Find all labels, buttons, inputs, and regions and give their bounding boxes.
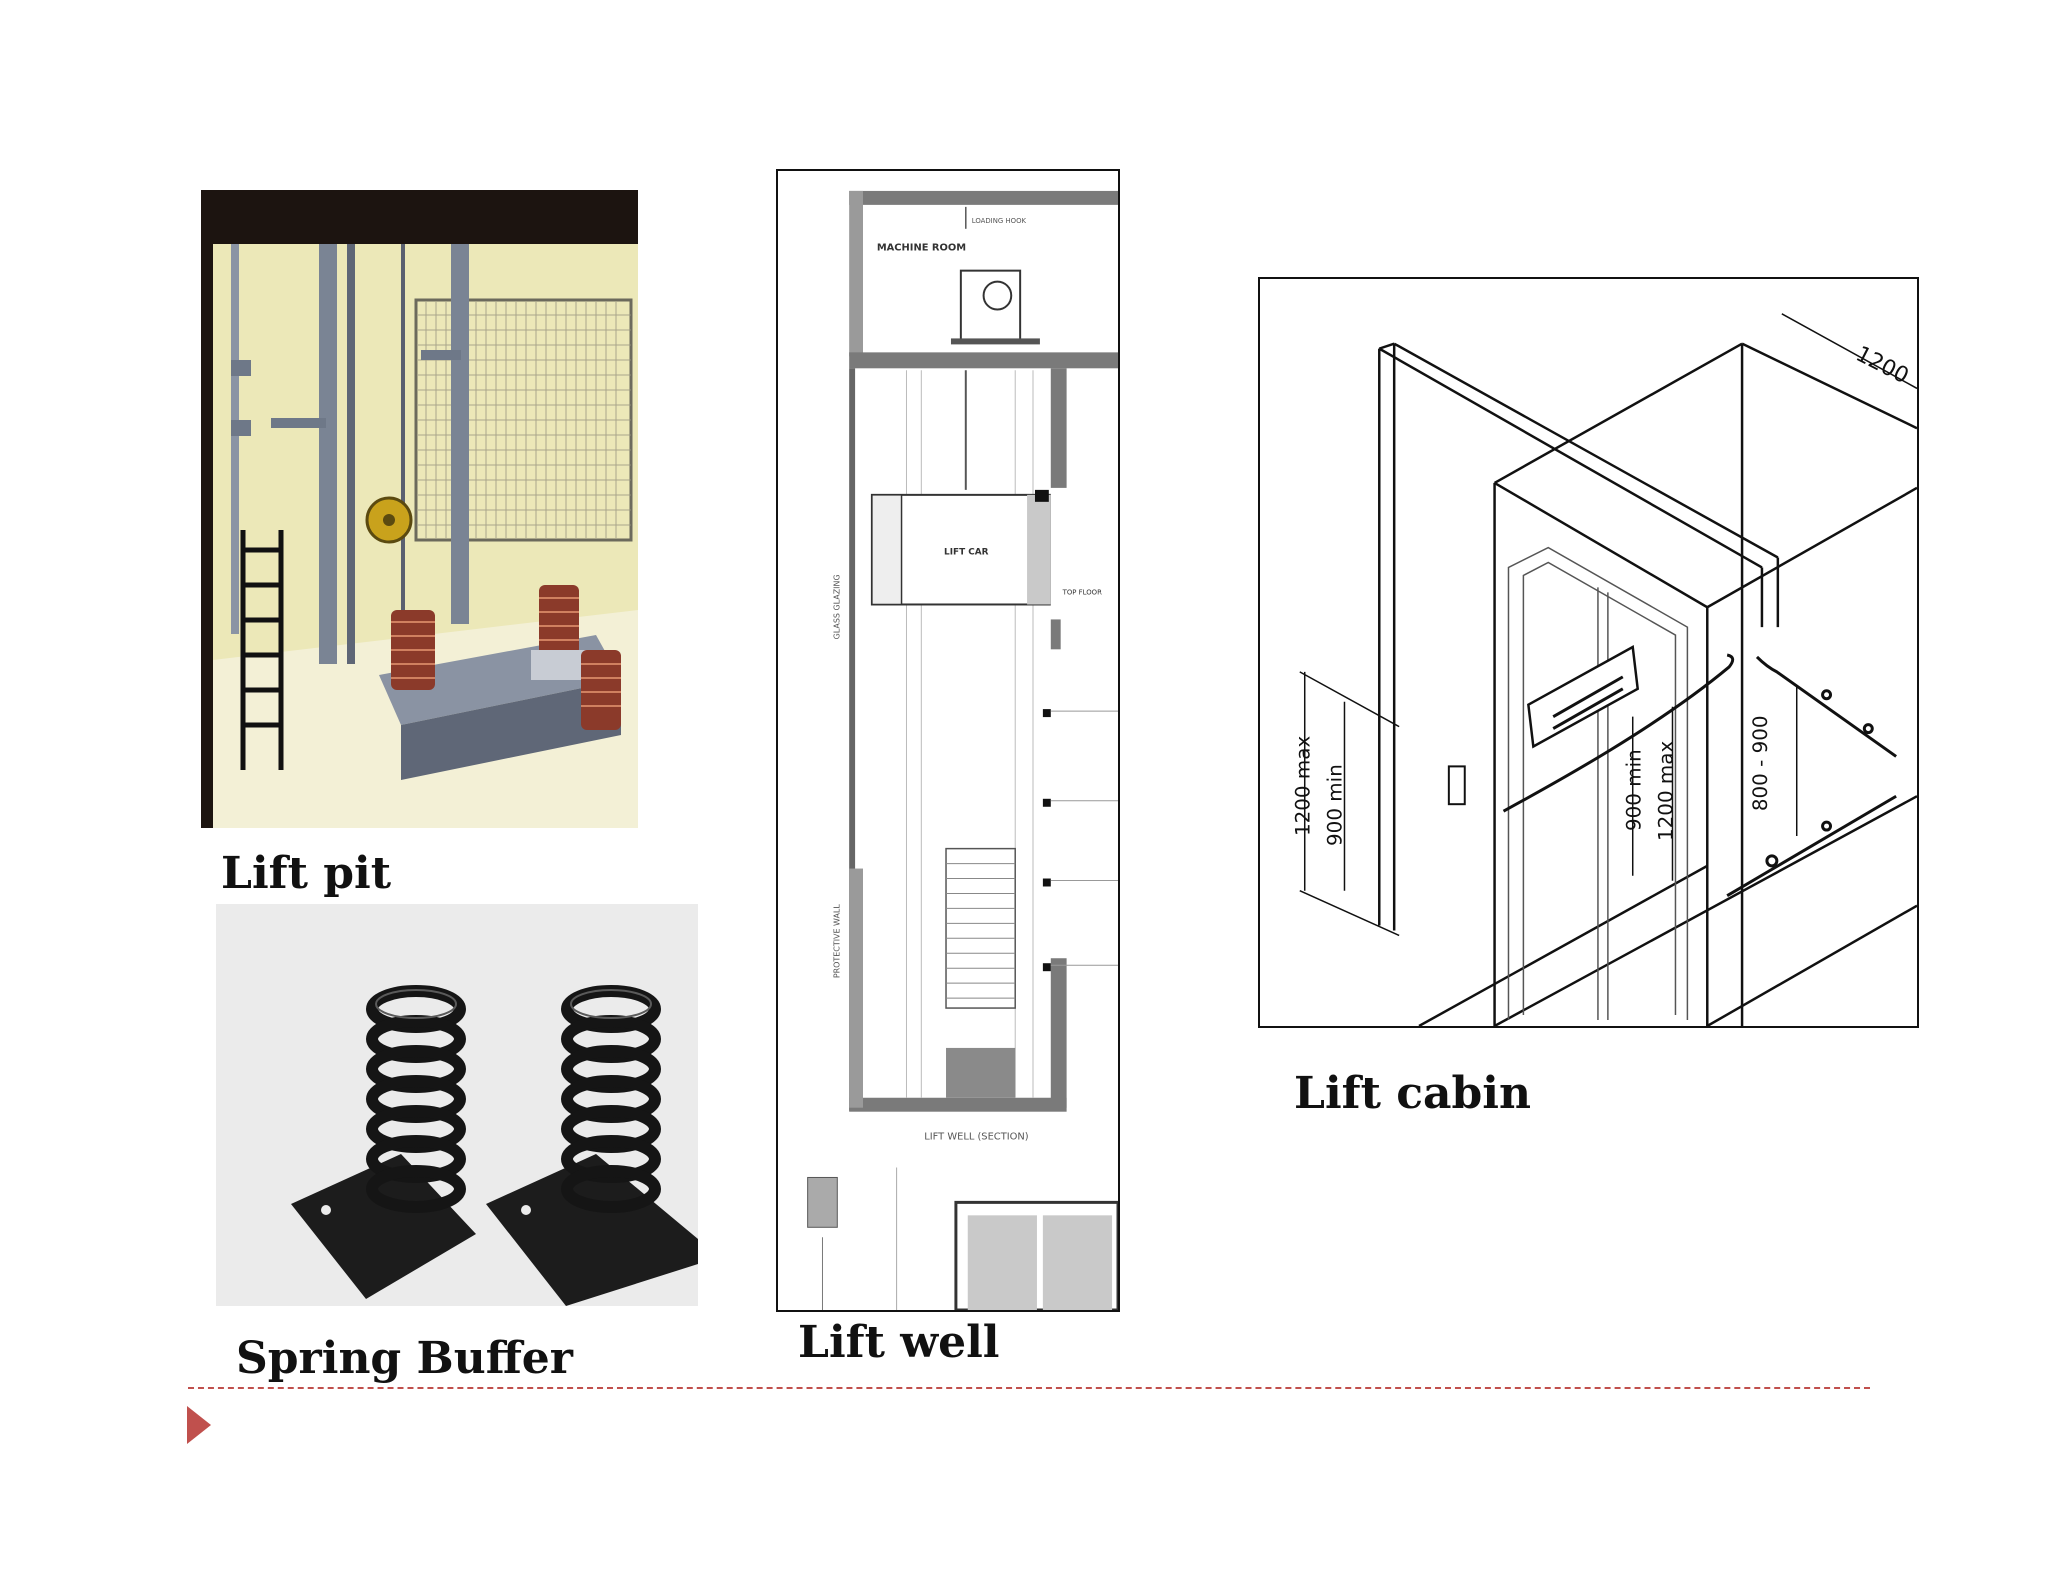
lift-cabin-caption: Lift cabin	[1294, 1068, 1531, 1119]
spring-buffer-caption: Spring Buffer	[236, 1333, 573, 1384]
lift-well-caption: Lift well	[798, 1317, 1000, 1368]
protective-wall-label: PROTECTIVE WALL	[832, 904, 841, 979]
dim-1200-width: 1200	[1852, 342, 1913, 390]
lift-cabin-drawing: 1200 max 900 min 900 min 1200 max 800 - …	[1258, 277, 1919, 1028]
dim-1200-max-left: 1200 max	[1292, 736, 1315, 836]
lift-well-drawing: MACHINE ROOM LOADING HOOK LIFT CAR TOP F…	[776, 169, 1120, 1312]
section-title-label: LIFT WELL (SECTION)	[924, 1132, 1028, 1143]
slide-bullet-arrow-icon	[187, 1406, 211, 1444]
lift-pit-caption: Lift pit	[221, 848, 392, 899]
dim-900-min-left: 900 min	[1324, 764, 1347, 846]
machine-room-label: MACHINE ROOM	[877, 243, 966, 254]
dim-800-900-rail: 800 - 900	[1749, 715, 1772, 811]
top-floor-label: TOP FLOOR	[1062, 588, 1102, 596]
footer-dashed-divider	[188, 1387, 1870, 1389]
lift-car-label: LIFT CAR	[944, 548, 989, 558]
lift-pit-photo	[201, 190, 638, 828]
spring-buffer-photo	[216, 904, 698, 1306]
glass-glazing-label: GLASS GLAZING	[832, 574, 841, 639]
dim-1200-max-panel: 1200 max	[1654, 741, 1677, 841]
loading-hook-label: LOADING HOOK	[972, 217, 1027, 225]
dim-900-min-panel: 900 min	[1623, 749, 1646, 831]
